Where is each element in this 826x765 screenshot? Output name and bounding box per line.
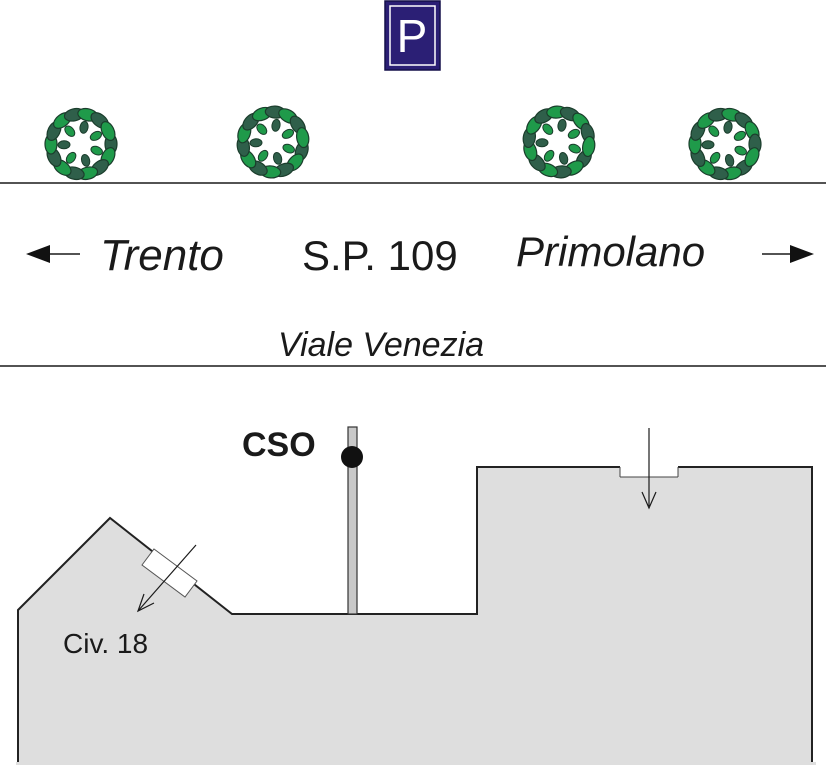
route-number-label: S.P. 109 [302, 232, 458, 279]
tree-row [44, 105, 762, 181]
tree-icon [688, 107, 762, 181]
tree-leaf [744, 147, 760, 168]
tree-leaf [249, 138, 263, 148]
cso-point-icon [341, 446, 363, 468]
house-number-label: Civ. 18 [63, 628, 148, 659]
tree-leaf [701, 140, 715, 150]
tree-leaf [281, 128, 295, 139]
destination-right-label: Primolano [516, 228, 705, 275]
tree-leaf [543, 149, 555, 162]
tree-leaf [708, 125, 720, 137]
parking-sign-icon: P [384, 0, 441, 71]
cso-label: CSO [242, 426, 316, 464]
tree-leaf [90, 145, 103, 156]
tree-leaf [282, 143, 295, 154]
destination-left-label: Trento [100, 231, 224, 280]
tree-icon [236, 105, 310, 179]
tree-leaf [295, 127, 310, 149]
tree-leaf [558, 152, 569, 165]
tree-leaf [256, 123, 268, 135]
tree-leaf [100, 121, 116, 141]
tree-leaf [709, 151, 721, 164]
tree-leaf [581, 135, 596, 158]
tree-leaf [542, 123, 554, 135]
tree-leaf [80, 154, 91, 167]
arrow-left-icon [26, 245, 80, 263]
tree-leaf [257, 149, 269, 162]
upper-entrance [619, 428, 679, 510]
tree-leaf [79, 120, 89, 134]
tree-icon [522, 105, 596, 179]
tree-leaf [535, 138, 549, 148]
tree-leaf [57, 140, 71, 150]
tree-leaf [734, 145, 747, 156]
tree-leaf [723, 120, 733, 134]
cso-pole [341, 426, 363, 615]
tree-leaf [272, 152, 283, 165]
tree-leaf [557, 118, 567, 132]
property-outline [17, 466, 813, 765]
tree-leaf [568, 143, 581, 154]
tree-leaf [733, 130, 747, 141]
civ18-entrance [136, 544, 198, 613]
parking-letter: P [397, 10, 428, 62]
tree-leaf [567, 128, 581, 139]
tree-leaf [271, 118, 281, 132]
street-name-label: Viale Venezia [278, 326, 484, 364]
tree-leaf [724, 154, 735, 167]
tree-leaf [89, 130, 103, 141]
arrow-right-icon [762, 245, 814, 263]
tree-icon [44, 107, 118, 181]
tree-leaf [65, 151, 77, 164]
tree-leaf [64, 125, 76, 137]
